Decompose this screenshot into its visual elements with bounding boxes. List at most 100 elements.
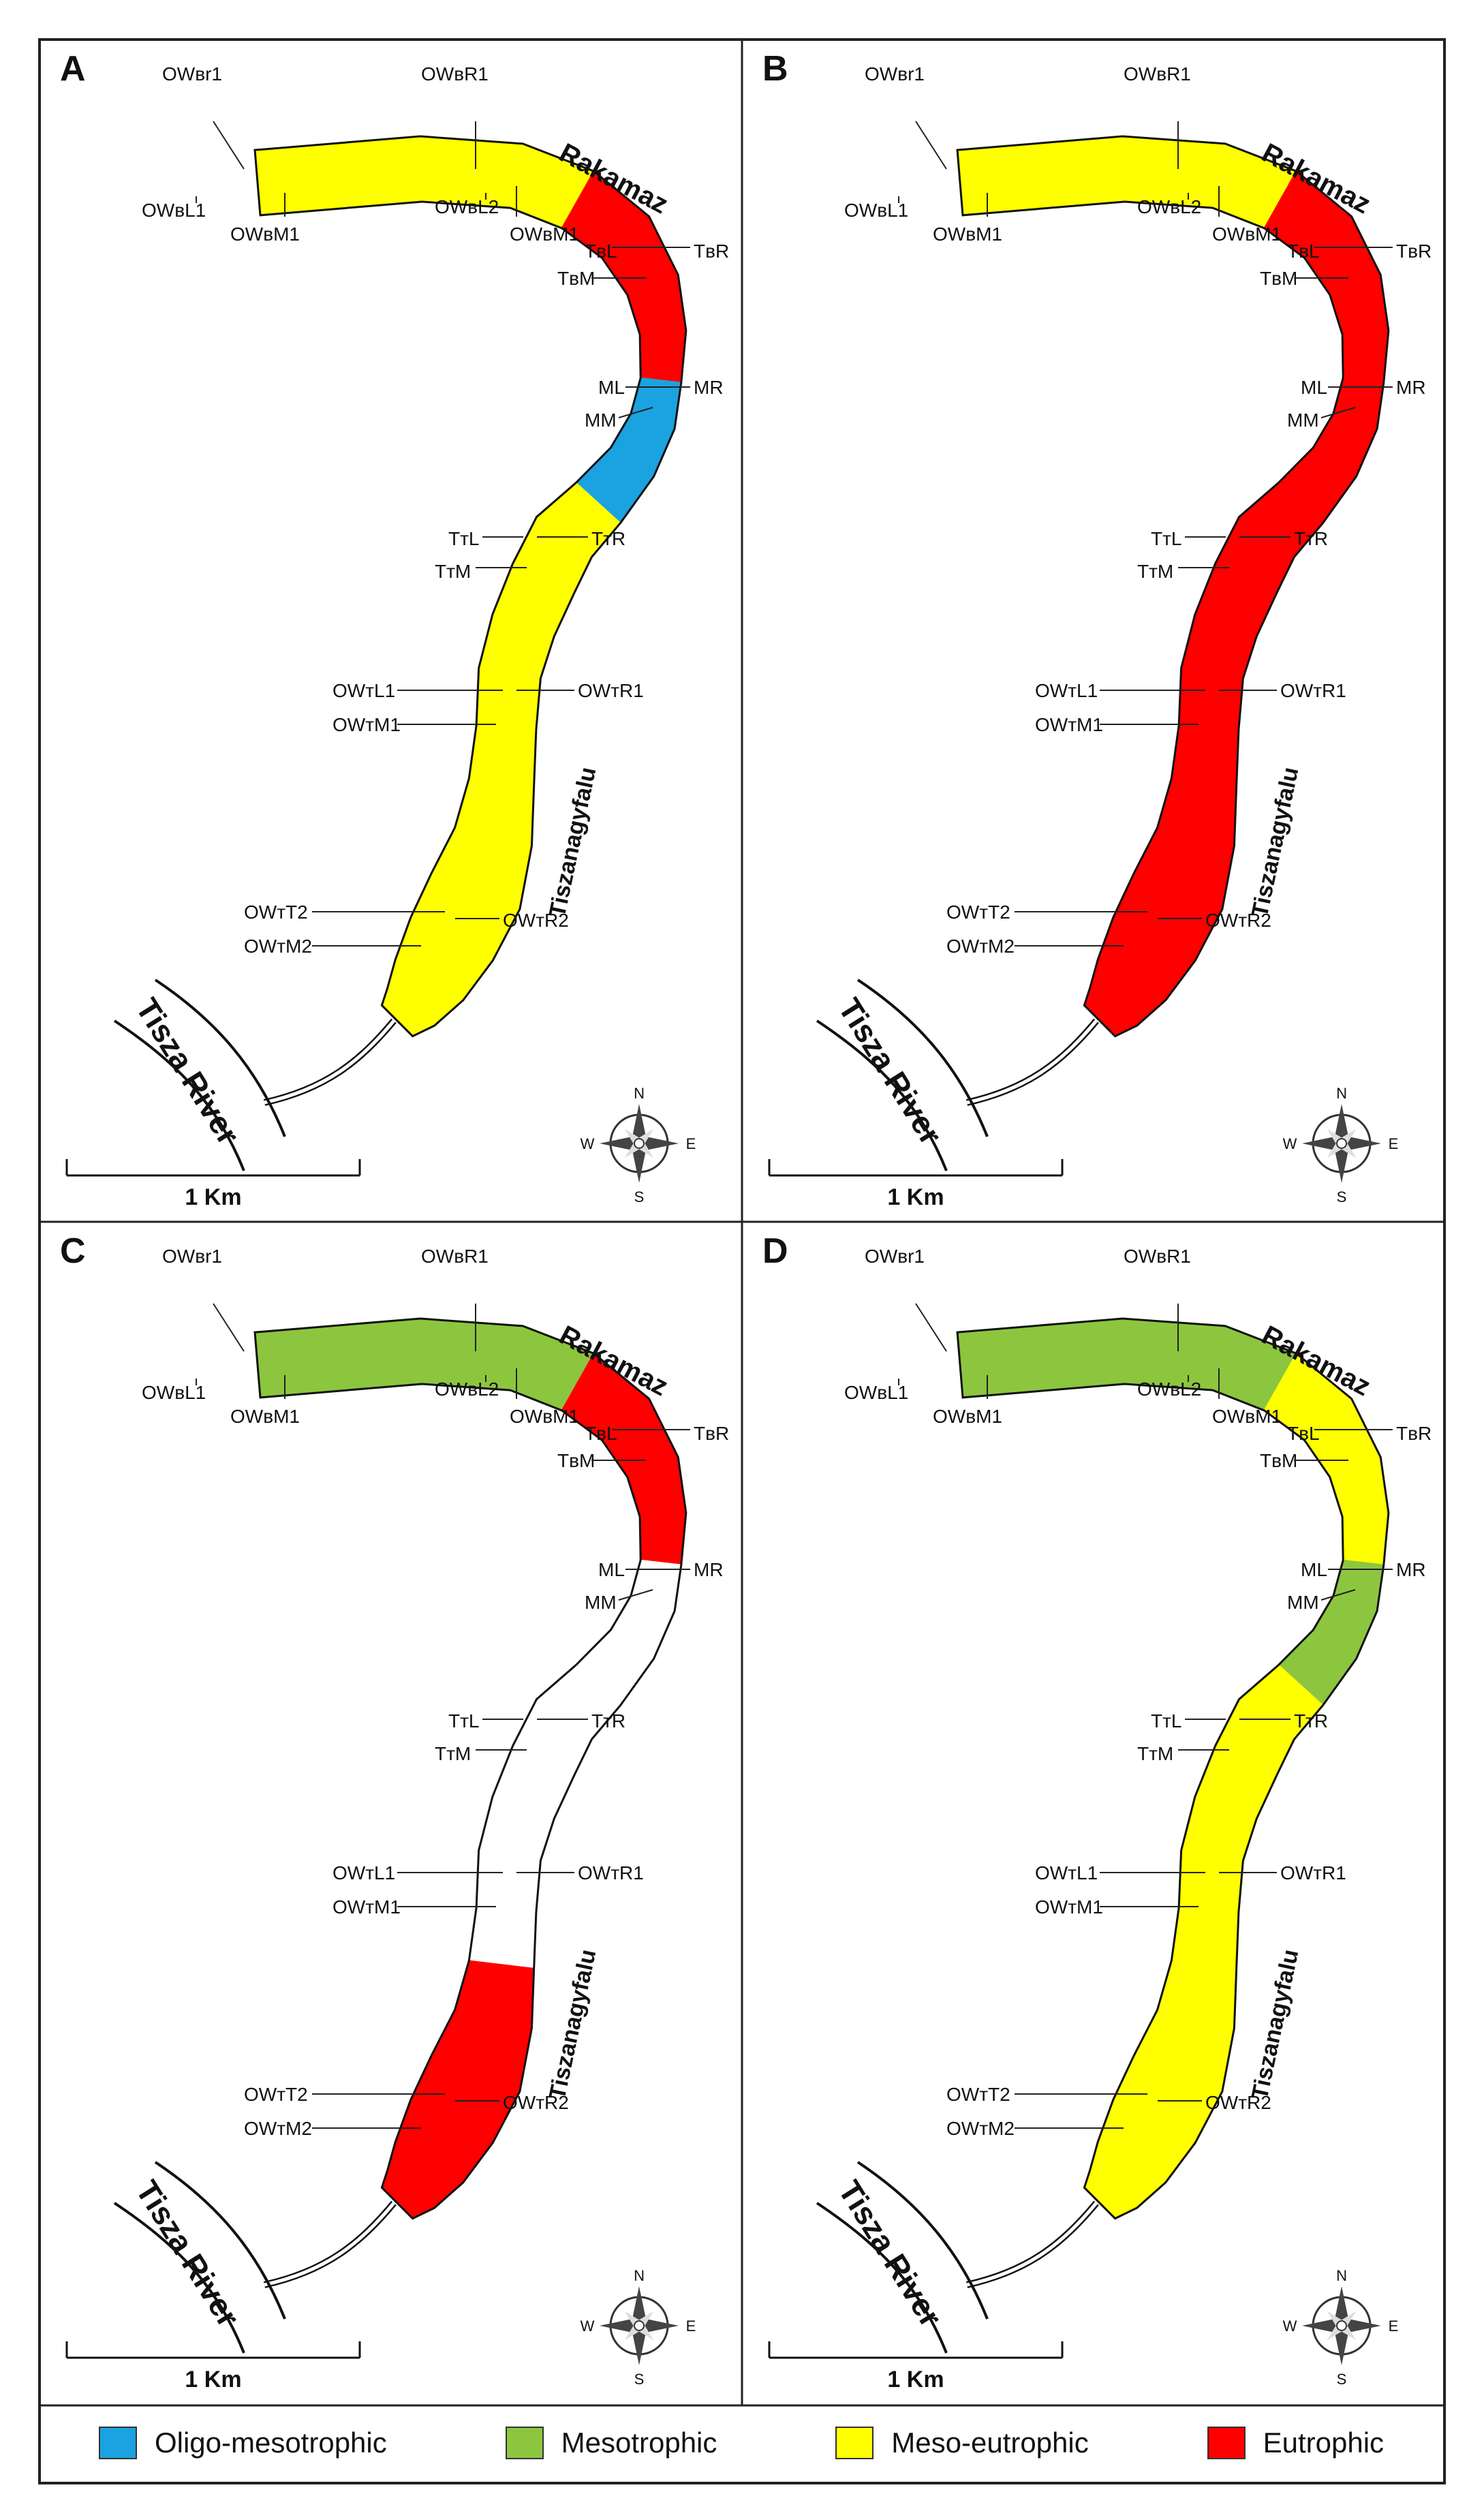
- legend-label: Mesotrophic: [561, 2427, 717, 2459]
- site-label: OWᴛL1: [1035, 680, 1098, 701]
- site-leader-line: [1320, 1589, 1356, 1601]
- river-bank: [816, 1019, 948, 1171]
- site-label: TᴛM: [435, 561, 471, 582]
- site-label: TʙM: [1260, 268, 1297, 289]
- site-label: TᴛL: [448, 1710, 480, 1731]
- compass-n: N: [1336, 1085, 1347, 1102]
- legend-item-eutrophic: Eutrophic: [1207, 2427, 1384, 2459]
- site-label: OWʙr1: [162, 63, 222, 84]
- compass-n: N: [634, 1085, 645, 1102]
- site-label: TᴛL: [1151, 528, 1182, 549]
- compass-s: S: [1337, 2371, 1347, 2388]
- site-label: OWʙr1: [865, 63, 925, 84]
- site-leader-line: [618, 1589, 653, 1601]
- site-label: OWʙM1: [1212, 1406, 1282, 1427]
- legend-label: Meso-eutrophic: [891, 2427, 1089, 2459]
- site-label: MM: [585, 1592, 617, 1613]
- site-label: OWʙM1: [1212, 224, 1282, 245]
- site-label: OWᴛT2: [244, 902, 308, 923]
- site-label: TʙM: [557, 268, 595, 289]
- site-label: OWʙR1: [1124, 63, 1191, 84]
- site-label: ML: [598, 377, 625, 398]
- site-label: OWʙL2: [435, 1379, 499, 1400]
- compass-w: W: [1283, 2318, 1297, 2335]
- legend-swatch: [505, 2427, 544, 2459]
- river-bank: [856, 979, 989, 1137]
- outlet-channel-inner: [966, 1019, 1098, 1105]
- site-label: OWᴛM1: [333, 714, 401, 735]
- site-label: TʙR: [1396, 241, 1432, 262]
- site-label: OWᴛM2: [244, 2118, 312, 2139]
- site-label: OWʙr1: [865, 1246, 925, 1267]
- panel-letter: C: [60, 1231, 86, 1271]
- legend-item-mesotrophic: Mesotrophic: [505, 2427, 717, 2459]
- scale-label: 1 Km: [185, 2367, 241, 2392]
- site-label: TᴛM: [1137, 1743, 1173, 1764]
- site-label: ML: [1301, 1559, 1327, 1580]
- site-label: OWʙM1: [510, 1406, 579, 1427]
- legend-item-meso-eutrophic: Meso-eutrophic: [835, 2427, 1089, 2459]
- site-label: OWʙr1: [162, 1246, 222, 1267]
- compass-w: W: [1283, 1135, 1297, 1152]
- outlet-channel-inner: [264, 1019, 395, 1105]
- compass-w: W: [581, 1135, 595, 1152]
- scale-label: 1 Km: [185, 1184, 241, 1210]
- scale-label: 1 Km: [887, 2367, 944, 2392]
- site-leader-line: [213, 121, 245, 170]
- site-label: TʙL: [585, 1423, 617, 1444]
- site-label: OWᴛR1: [1280, 1862, 1346, 1883]
- legend: Oligo-mesotrophic Mesotrophic Meso-eutro…: [40, 2405, 1443, 2480]
- site-label: OWᴛR2: [503, 2092, 569, 2113]
- legend-swatch: [98, 2427, 137, 2459]
- site-label: MR: [1396, 377, 1426, 398]
- site-label: TᴛR: [1294, 1710, 1328, 1731]
- site-label: TᴛR: [1294, 528, 1328, 549]
- compass-e: E: [686, 1135, 696, 1152]
- river-bank: [856, 2161, 989, 2320]
- site-label: TʙL: [1287, 241, 1320, 262]
- site-label: OWᴛR1: [578, 1862, 644, 1883]
- river-bank: [816, 2202, 948, 2354]
- site-label: OWʙL1: [844, 200, 908, 221]
- site-label: TᴛR: [591, 1710, 625, 1731]
- panel-letter: A: [60, 49, 86, 89]
- site-leader-line: [618, 407, 653, 418]
- site-label: OWᴛL1: [333, 1862, 395, 1883]
- compass-n: N: [634, 2267, 645, 2284]
- site-label: OWᴛR1: [1280, 680, 1346, 701]
- site-label: OWᴛT2: [244, 2084, 308, 2105]
- scale-label: 1 Km: [887, 1184, 944, 1210]
- compass-e: E: [1389, 1135, 1399, 1152]
- site-label: TʙR: [1396, 1423, 1432, 1444]
- site-label: OWʙL2: [435, 196, 499, 217]
- river-bank: [154, 2161, 286, 2320]
- site-label: OWᴛM2: [946, 936, 1015, 957]
- site-label: OWᴛT2: [946, 2084, 1010, 2105]
- site-label: MR: [1396, 1559, 1426, 1580]
- site-label: MM: [1287, 410, 1319, 431]
- site-label: TᴛL: [448, 528, 480, 549]
- site-label: OWᴛM1: [1035, 714, 1103, 735]
- legend-item-oligo-mesotrophic: Oligo-mesotrophic: [98, 2427, 387, 2459]
- compass-e: E: [686, 2318, 696, 2335]
- lake-outline: [253, 135, 687, 1038]
- panel-letter: B: [762, 49, 788, 89]
- site-label: OWʙM1: [933, 224, 1002, 245]
- lake-outline: [956, 1317, 1390, 2220]
- site-label: TʙL: [585, 241, 617, 262]
- site-label: OWʙL2: [1137, 196, 1201, 217]
- site-leader-line: [915, 121, 947, 170]
- panel-letter: D: [762, 1231, 788, 1271]
- site-label: TʙR: [694, 241, 729, 262]
- river-bank: [154, 979, 286, 1137]
- outlet-channel-inner: [966, 2202, 1098, 2287]
- site-label: OWʙL1: [844, 1382, 908, 1403]
- site-label: OWᴛR1: [578, 680, 644, 701]
- site-label: TᴛM: [435, 1743, 471, 1764]
